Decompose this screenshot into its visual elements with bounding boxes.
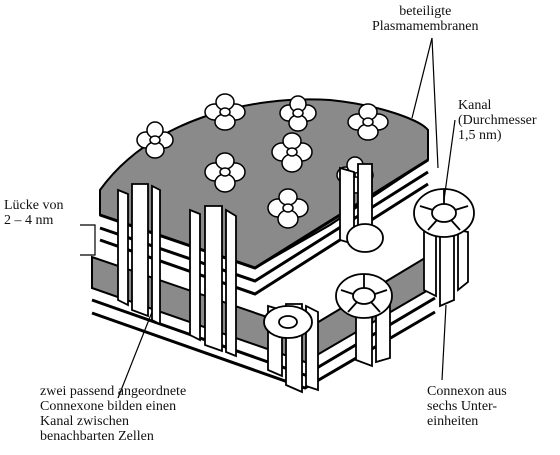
label-pair: zwei passend angeordnete Connexone bilde… [40, 384, 187, 444]
label-channel: Kanal (Durchmesser 1,5 nm) [458, 98, 537, 143]
leader-lines [80, 37, 456, 399]
label-gap: Lücke von 2 – 4 nm [4, 198, 64, 228]
label-connexon: Connexon aus sechs Unter- einheiten [427, 384, 507, 429]
hexamer-rings [263, 188, 475, 339]
label-membranes: beteiligte Plasmamembranen [372, 4, 479, 34]
